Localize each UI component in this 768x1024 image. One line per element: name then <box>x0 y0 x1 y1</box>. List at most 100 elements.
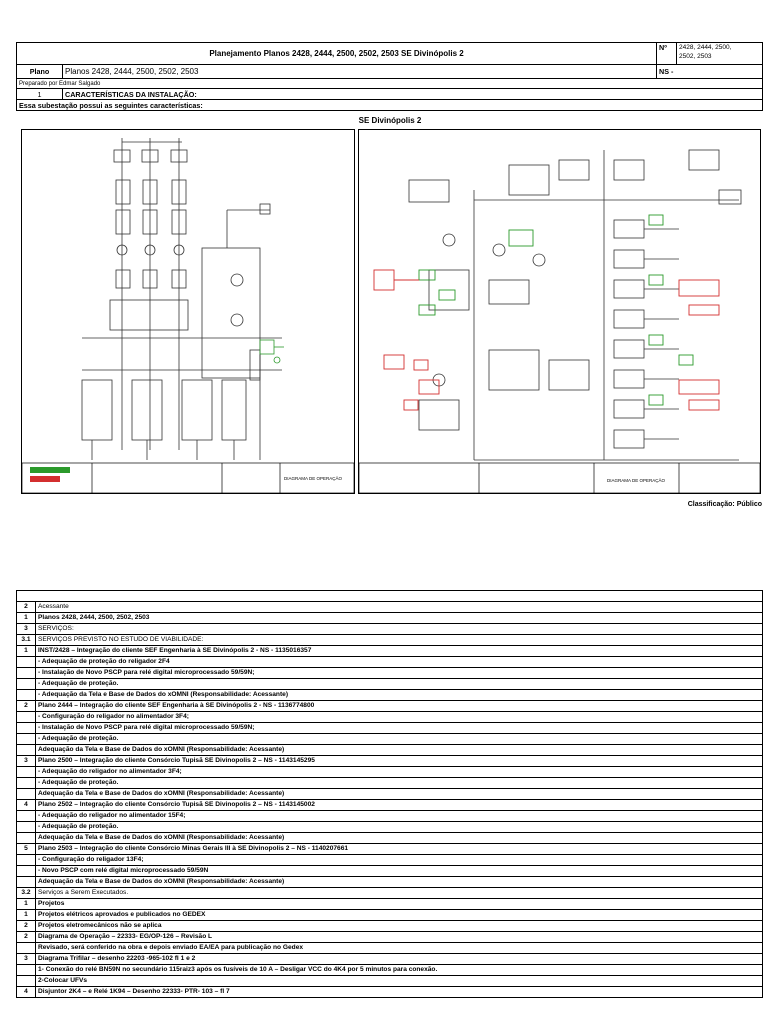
services-row: Adequação da Tela e Base de Dados do xOM… <box>16 876 763 888</box>
operation-diagram-left: DIAGRAMA DE OPERAÇÃO <box>21 129 355 494</box>
services-row-text: Adequação da Tela e Base de Dados do xOM… <box>35 788 763 800</box>
services-row-text: Projetos eletromecânicos não se aplica <box>35 920 763 932</box>
services-row-text: Acessante <box>35 601 763 613</box>
services-row: Adequação da Tela e Base de Dados do xOM… <box>16 832 763 844</box>
services-row-number: 1 <box>16 645 36 657</box>
services-row-text: - Adequação de proteção. <box>35 733 763 745</box>
services-row-number: 2 <box>16 920 36 932</box>
number-value-line-2: 2502, 2503 <box>679 53 712 60</box>
services-row-number <box>16 689 36 701</box>
services-row-text: Adequação da Tela e Base de Dados do xOM… <box>35 832 763 844</box>
services-row: - Adequação do religador no alimentador … <box>16 766 763 778</box>
services-row-text: Adequação da Tela e Base de Dados do xOM… <box>35 744 763 756</box>
services-row-text: - Adequação de proteção. <box>35 821 763 833</box>
services-row: - Configuração do religador 13F4; <box>16 854 763 866</box>
services-row-number <box>16 865 36 877</box>
services-row-number <box>16 678 36 690</box>
services-row-text: Plano 2503 – Integração do cliente Consó… <box>35 843 763 855</box>
services-row-text: Adequação da Tela e Base de Dados do xOM… <box>35 876 763 888</box>
section-title: CARACTERÍSTICAS DA INSTALAÇÃO: <box>61 88 764 100</box>
services-row-number: 1 <box>16 898 36 910</box>
services-row-number <box>16 766 36 778</box>
services-row: - Adequação da Tela e Base de Dados do x… <box>16 689 763 701</box>
services-row-number: 3 <box>16 953 36 965</box>
services-row-text: Disjuntor 2K4 – e Relé 1K94 – Desenho 22… <box>35 986 763 998</box>
services-row-text: - Configuração do religador no alimentad… <box>35 711 763 723</box>
services-row: Adequação da Tela e Base de Dados do xOM… <box>16 788 763 800</box>
services-row-text: - Adequação do religador no alimentador … <box>35 766 763 778</box>
intro-text: Essa subestação possui as seguintes cara… <box>15 99 764 111</box>
services-row-text: 2-Colocar UFVs <box>35 975 763 987</box>
services-row: Revisado, será conferido na obra e depoi… <box>16 942 763 954</box>
services-row-number <box>16 656 36 668</box>
services-row-number <box>16 975 36 987</box>
services-row-number <box>16 832 36 844</box>
services-row: 2-Colocar UFVs <box>16 975 763 987</box>
services-row-number <box>16 722 36 734</box>
services-row-number: 5 <box>16 843 36 855</box>
services-row: - Adequação de proteção. <box>16 777 763 789</box>
services-row-text: 1- Conexão do relé BN59N no secundário 1… <box>35 964 763 976</box>
services-row-text: Diagrama de Operação – 22333- EG/OP-126 … <box>35 931 763 943</box>
services-row-number: 2 <box>16 700 36 712</box>
services-row-text: SERVIÇOS: <box>35 623 763 635</box>
services-row-text: Plano 2500 – Integração do cliente Consó… <box>35 755 763 767</box>
single-line-diagram-left: DIAGRAMA DE OPERAÇÃO <box>22 138 354 493</box>
number-value-line-1: 2428, 2444, 2500, <box>679 44 732 51</box>
document-title: Planejamento Planos 2428, 2444, 2500, 25… <box>15 42 658 65</box>
diagram-stamp-right: DIAGRAMA DE OPERAÇÃO <box>607 477 666 483</box>
services-row-text: - Adequação do religador no alimentador … <box>35 810 763 822</box>
services-row-number <box>16 942 36 954</box>
services-row-text: - Adequação de proteção. <box>35 678 763 690</box>
services-row-number: 3 <box>16 755 36 767</box>
number-value: 2428, 2444, 2500, 2502, 2503 <box>676 42 764 65</box>
services-row-number: 2 <box>16 601 36 613</box>
services-row: - Novo PSCP com relé digital microproces… <box>16 865 763 877</box>
services-row-number: 3.1 <box>16 634 36 646</box>
services-row-text: Diagrama Trifilar – desenho 22203 -965-1… <box>35 953 763 965</box>
services-row-number: 1 <box>16 909 36 921</box>
services-row: - Instalação de Novo PSCP para relé digi… <box>16 722 763 734</box>
services-row: 1- Conexão do relé BN59N no secundário 1… <box>16 964 763 976</box>
classification-label: Classificação: Público <box>687 501 762 508</box>
operation-diagram-right: DIAGRAMA DE OPERAÇÃO <box>358 129 761 494</box>
services-row: - Adequação de proteção do religador 2F4 <box>16 656 763 668</box>
services-row-text: Plano 2502 – Integração do cliente Consó… <box>35 799 763 811</box>
services-table-blank-row <box>16 590 763 602</box>
services-row: - Adequação do religador no alimentador … <box>16 810 763 822</box>
services-row-number: 2 <box>16 931 36 943</box>
services-row-number <box>16 711 36 723</box>
number-label: Nº <box>656 42 678 65</box>
services-row-text: - Configuração do religador 13F4; <box>35 854 763 866</box>
services-row-number <box>16 733 36 745</box>
services-row-number <box>16 744 36 756</box>
substation-name: SE Divinópolis 2 <box>358 116 422 125</box>
services-row: Adequação da Tela e Base de Dados do xOM… <box>16 744 763 756</box>
diagram-stamp-left: DIAGRAMA DE OPERAÇÃO <box>284 475 343 481</box>
services-row-text: Projetos elétricos aprovados e publicado… <box>35 909 763 921</box>
services-row-text: Revisado, será conferido na obra e depoi… <box>35 942 763 954</box>
services-row: - Configuração do religador no alimentad… <box>16 711 763 723</box>
services-row-text: Planos 2428, 2444, 2500, 2502, 2503 <box>35 612 763 624</box>
services-row-text: Serviços a Serem Executados. <box>35 887 763 899</box>
services-row-number <box>16 876 36 888</box>
services-row-number: 3.2 <box>16 887 36 899</box>
services-row-number: 1 <box>16 612 36 624</box>
services-row-text: - Instalação de Novo PSCP para relé digi… <box>35 722 763 734</box>
section-number: 1 <box>16 88 63 100</box>
